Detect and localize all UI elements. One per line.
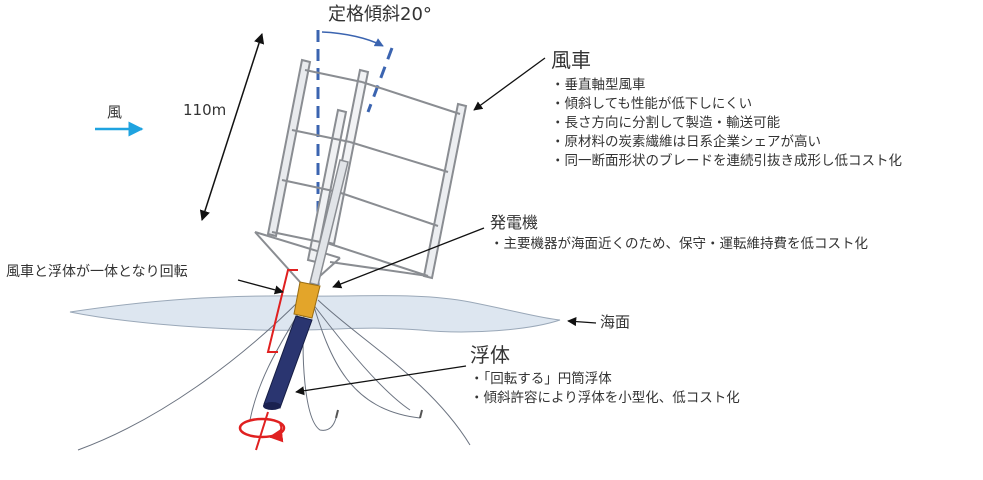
generator-callout-line: [332, 227, 485, 289]
height-label: 110m: [183, 101, 227, 119]
float-title: 浮体: [470, 343, 510, 367]
windmill-bullet: 垂直軸型風車: [551, 76, 902, 95]
windmill-bullets: 垂直軸型風車 傾斜しても性能が低下しにくい 長さ方向に分割して製造・輸送可能 原…: [551, 76, 903, 171]
windmill-bullet: 同一断面形状のブレードを連続引抜き成形し低コスト化: [551, 152, 903, 171]
float-cylinder: [263, 315, 313, 409]
generator-section: 発電機 主要機器が海面近くのため、保守・運転維持費を低コスト化: [490, 213, 868, 254]
generator-bullet: 主要機器が海面近くのため、保守・運転維持費を低コスト化: [490, 235, 869, 254]
windmill-callout-line: [473, 57, 546, 111]
sea-surface-label: 海面: [600, 313, 631, 331]
mooring-lines: [77, 299, 471, 451]
wind-label: 風: [107, 103, 123, 121]
tilt-angle-label: 定格傾斜20°: [328, 4, 432, 25]
rotation-label: 風車と浮体が一体となり回転: [6, 264, 188, 280]
rotation-mark-icon: [238, 417, 286, 439]
windmill-frame: [254, 58, 468, 286]
rotation-bracket: [266, 269, 298, 353]
tilted-axis-line: [366, 47, 394, 113]
float-bullets: 「回転する」円筒浮体 傾斜許容により浮体を小型化、低コスト化: [470, 370, 740, 408]
float-bullet: 「回転する」円筒浮体: [470, 370, 740, 389]
float-section: 浮体 「回転する」円筒浮体 傾斜許容により浮体を小型化、低コスト化: [470, 343, 740, 408]
windmill-title: 風車: [551, 48, 591, 72]
generator-bullets: 主要機器が海面近くのため、保守・運転維持費を低コスト化: [490, 235, 869, 254]
windmill-section: 風車 垂直軸型風車 傾斜しても性能が低下しにくい 長さ方向に分割して製造・輸送可…: [551, 48, 902, 171]
float-bullet: 傾斜許容により浮体を小型化、低コスト化: [470, 389, 740, 408]
generator-body: [293, 281, 321, 319]
height-dimension-arrow: [199, 33, 265, 221]
sea-callout-line: [567, 317, 597, 327]
tilt-arc: [321, 31, 384, 47]
generator-title: 発電機: [490, 213, 539, 232]
windmill-bullet: 長さ方向に分割して製造・輸送可能: [551, 114, 902, 133]
windmill-bullet: 傾斜しても性能が低下しにくい: [551, 95, 902, 114]
rotation-callout-line: [237, 279, 284, 295]
float-callout-line: [295, 365, 467, 396]
windmill-shaft: [309, 159, 349, 286]
windmill-bullet: 原材料の炭素繊維は日系企業シェアが高い: [551, 133, 902, 152]
sea-surface: [69, 295, 561, 333]
